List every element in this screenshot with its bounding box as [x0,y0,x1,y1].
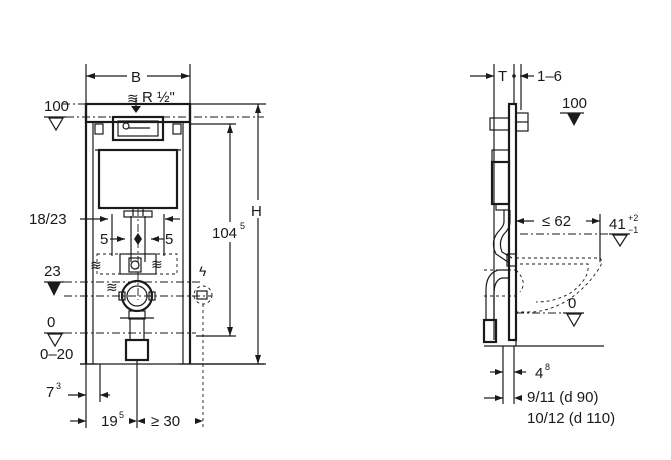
outlet-level-value: 23 [44,263,61,280]
water-supply-icon-left: ≋ [90,257,102,273]
projection-label: ≤ 62 [542,213,571,230]
gap-label: 1–6 [537,68,562,85]
ref-level-right: 100 [560,95,587,126]
frame-profile [489,102,529,346]
ref-level-value: 100 [44,98,69,115]
floor-level: 0 0–20 [40,314,264,365]
pipe-label-2: 10/12 (d 110) [527,410,615,427]
front-view: B ≋ R ½" 100 [29,64,268,430]
floor-level-right-value: 0 [568,295,576,312]
projection-dimension: ≤ 62 [516,213,601,262]
bowl-height-value: 41 [609,216,626,233]
offset-left: 5 [100,231,108,248]
cistern [97,148,179,218]
supply-valve: ≋ ≋ [90,253,178,275]
drain-outlet: ≋ [106,279,156,362]
water-supply-icon-right: ≋ [151,256,163,272]
pipe-label-1: 9/11 (d 90) [527,389,598,406]
offset-dimension: 5 5 [100,208,173,300]
wc-bowl [515,257,603,313]
flush-plate [111,115,165,142]
floor-level-value: 0 [47,314,55,331]
min-dim-value: ≥ 30 [151,413,180,430]
depth-label: T [498,68,507,85]
offset-right: 5 [165,231,173,248]
drain-supply-icon: ≋ [106,279,118,295]
center-dim-value: 19 [101,413,118,430]
left-dim-value: 7 [46,384,54,401]
floor-range-value: 0–20 [40,346,73,363]
bowl-tol-plus: +2 [628,213,638,223]
bottom-dim-sup: 8 [545,362,550,372]
connection-label: R ½" [142,89,175,106]
floor-level-right: 0 [484,295,604,347]
water-connection-icon: ≋ [127,90,139,106]
bracket-height-value: 104 [212,225,237,242]
bottom-dimensions: 7 3 19 5 ≥ 30 [46,360,203,430]
bowl-tol-minus: −1 [628,225,638,235]
side-bottom-dimensions: 4 8 9/11 (d 90) 10/12 (d 110) [484,346,615,427]
flush-pipe-label: 18/23 [29,211,67,228]
flush-pipe-dimension: 18/23 [29,211,180,262]
electrical-icon: ϟ [199,263,207,279]
left-dim-sup: 3 [56,381,61,391]
drain-pipe [482,269,516,344]
water-connection-callout: ≋ R ½" [127,89,175,113]
center-dim-sup: 5 [119,410,124,420]
bowl-height: 41 +2 −1 [520,213,638,248]
bottom-dim-value: 4 [535,365,543,382]
width-label: B [131,69,141,86]
electrical-connection: ϟ [193,263,213,428]
flush-pipe [492,210,517,267]
width-dimension: B [85,64,191,108]
height-label: H [251,203,262,220]
side-view: T 1–6 100 [470,64,638,427]
ref-level-right-value: 100 [562,95,587,112]
bracket-height-dimension: 104 5 [190,123,248,337]
bracket-height-sup: 5 [240,221,245,231]
